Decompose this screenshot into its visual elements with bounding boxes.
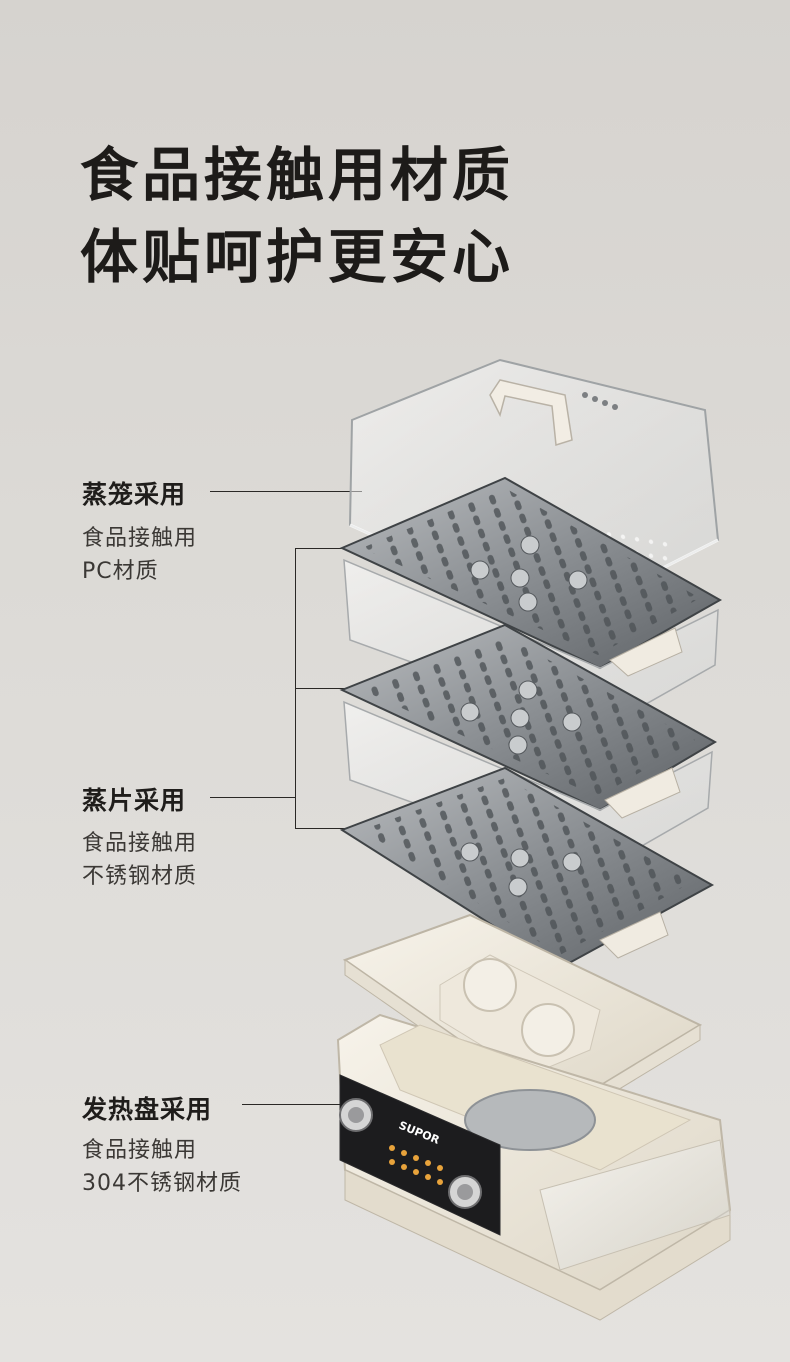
- callout-basket-desc-line-1: 食品接触用: [82, 526, 198, 551]
- base-unit: SUPOR: [336, 1013, 732, 1321]
- steaming-plate-3: [339, 766, 715, 970]
- callout-plate-leader: [210, 797, 295, 798]
- temperature-knob-icon: [339, 1098, 373, 1132]
- callout-basket-title: 蒸笼采用: [82, 480, 187, 509]
- callout-plate-desc-line-1: 食品接触用: [82, 831, 198, 856]
- callout-heater-desc-line-1: 食品接触用: [82, 1138, 198, 1163]
- callout-basket-desc-line-2: PC材质: [82, 559, 159, 584]
- steaming-plate-1: [339, 476, 723, 670]
- callout-plate-tick-2: [295, 688, 355, 689]
- callout-plate-desc: 食品接触用 不锈钢材质: [82, 827, 197, 893]
- callout-heater-desc-line-2: 304不锈钢材质: [82, 1171, 242, 1196]
- headline-line-2: 体贴呵护更安心: [80, 223, 515, 291]
- headline-line-1: 食品接触用材质: [80, 141, 515, 209]
- callout-basket-leader: [210, 491, 362, 492]
- callout-heater-desc: 食品接触用 304不锈钢材质: [82, 1134, 242, 1200]
- callout-heater-title: 发热盘采用: [82, 1095, 213, 1124]
- steaming-plate-2: [339, 623, 718, 812]
- drip-tray: [342, 913, 703, 1126]
- timer-knob-icon: [448, 1175, 482, 1209]
- callout-plate-tick-3: [295, 828, 355, 829]
- callout-basket-desc: 食品接触用 PC材质: [82, 522, 197, 588]
- steamer-illustration: SUPOR: [336, 358, 732, 1321]
- callout-plate-tick-1: [295, 548, 355, 549]
- callout-plate-title: 蒸片采用: [82, 786, 187, 815]
- callout-plate-desc-line-2: 不锈钢材质: [82, 864, 198, 889]
